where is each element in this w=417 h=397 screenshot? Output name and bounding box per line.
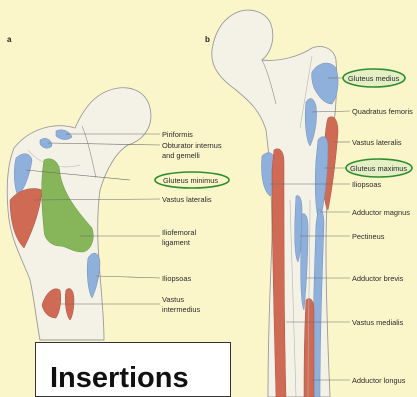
panel-label-b: b [205,35,210,44]
label-gluteus-minimus: Gluteus minimus [163,176,218,185]
label-obturator-line2: and gemelli [162,151,200,160]
label-vastus-intermedius-line1: Vastus [162,295,184,304]
label-pectineus: Pectineus [352,232,385,241]
label-gluteus-medius: Gluteus medius [348,74,400,83]
panel-label-a: a [7,35,12,44]
label-vastus-lateralis-a: Vastus lateralis [162,195,212,204]
label-adductor-brevis: Adductor brevis [352,274,404,283]
label-iliopsoas-b: Iliopsoas [352,180,381,189]
label-quadratus-femoris: Quadratus femoris [352,107,413,116]
caption-text: Insertions [50,363,189,393]
label-adductor-magnus: Adductor magnus [352,208,410,217]
label-adductor-longus: Adductor longus [352,376,406,385]
label-vastus-lateralis-b: Vastus lateralis [352,138,402,147]
label-iliopsoas-a: Iliopsoas [162,274,191,283]
label-iliofemoral-line2: ligament [162,238,190,247]
label-vastus-intermedius-line2: intermedius [162,305,201,314]
label-vastus-medialis: Vastus medialis [352,318,404,327]
femur-b [212,10,338,397]
label-gluteus-maximus: Gluteus maximus [350,164,407,173]
femur-a [7,88,151,340]
caption-box: Insertions [35,342,231,397]
label-obturator-line1: Obturator internus [162,141,222,150]
label-iliofemoral-line1: Iliofemoral [162,228,196,237]
adductor-longus-attachment-b [304,298,314,397]
label-piriformis: Piriformis [162,130,193,139]
